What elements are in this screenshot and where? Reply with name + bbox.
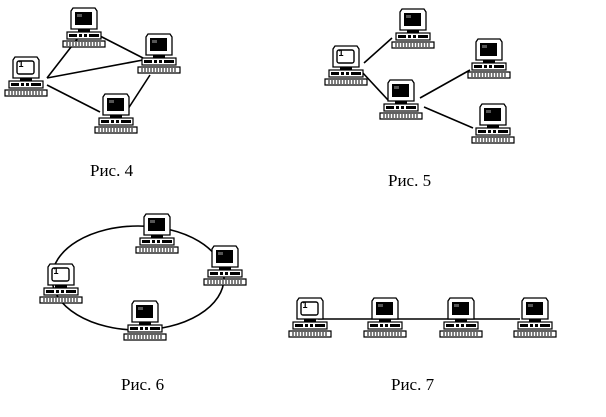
computer-icon xyxy=(513,297,557,338)
figure-6: 1 xyxy=(39,213,247,341)
figure-4: 1 xyxy=(4,7,181,134)
computer-hub-icon xyxy=(288,297,332,338)
computer-icon xyxy=(439,297,483,338)
hub-number: 1 xyxy=(18,59,23,69)
computer-hub-icon xyxy=(4,56,48,97)
computer-icon xyxy=(94,93,138,134)
computer-icon xyxy=(363,297,407,338)
computer-hub-icon xyxy=(39,263,83,304)
computer-icon xyxy=(467,38,511,79)
computer-hub-icon xyxy=(324,45,368,86)
computer-icon xyxy=(203,245,247,286)
computer-icon xyxy=(379,79,423,120)
hub-number: 1 xyxy=(338,48,343,58)
figure-5: 1 xyxy=(324,8,515,144)
figure-5-links xyxy=(361,37,474,129)
computer-icon xyxy=(135,213,179,254)
computer-icon xyxy=(123,300,167,341)
figure-7: 1 xyxy=(288,297,557,338)
computer-icon xyxy=(471,103,515,144)
computer-icon xyxy=(137,33,181,74)
figure-7-caption: Рис. 7 xyxy=(391,375,435,394)
hub-number: 1 xyxy=(53,266,58,276)
computer-icon xyxy=(391,8,435,49)
figure-4-caption: Рис. 4 xyxy=(90,161,134,180)
figure-5-caption: Рис. 5 xyxy=(388,171,432,190)
figure-6-caption: Рис. 6 xyxy=(121,375,165,394)
computer-icon xyxy=(62,7,106,48)
hub-number: 1 xyxy=(302,300,307,310)
